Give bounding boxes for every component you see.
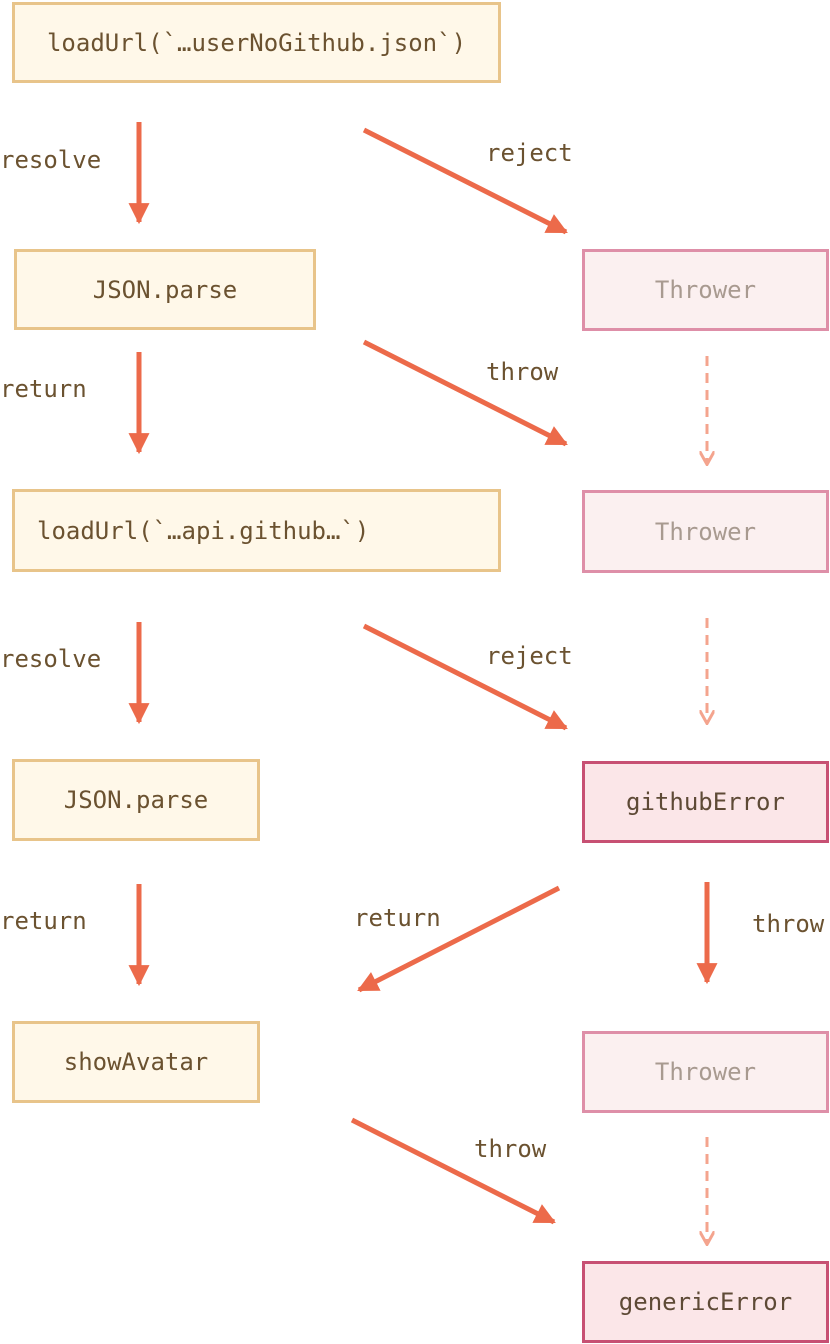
arrow-return-3	[357, 885, 561, 993]
label-return-2: return	[0, 907, 87, 935]
label-throw-3: throw	[474, 1135, 547, 1163]
label-return-1: return	[0, 375, 87, 403]
label-throw-2: throw	[752, 910, 825, 938]
arrow-throw-3	[350, 1117, 556, 1225]
label-resolve-2: resolve	[0, 645, 102, 673]
thrower-box-1: Thrower	[582, 249, 829, 331]
github-error-box: githubError	[582, 761, 829, 843]
label-reject-1: reject	[486, 139, 573, 167]
json-parse-box-1: JSON.parse	[14, 249, 316, 330]
thrower-box-2: Thrower	[582, 490, 829, 573]
load-github-box: loadUrl(`…api.github…`)	[12, 489, 501, 572]
load-user-box: loadUrl(`…userNoGithub.json`)	[12, 2, 501, 83]
label-throw-1: throw	[486, 358, 559, 386]
label-resolve-1: resolve	[0, 146, 102, 174]
show-avatar-box: showAvatar	[12, 1021, 260, 1103]
arrow-reject-2	[362, 623, 568, 731]
generic-error-box: genericError	[582, 1261, 829, 1343]
label-reject-2: reject	[486, 642, 573, 670]
thrower-box-3: Thrower	[582, 1031, 829, 1113]
arrow-throw-1	[362, 339, 568, 447]
label-return-3: return	[354, 904, 441, 932]
arrow-reject-1	[362, 127, 568, 235]
json-parse-box-2: JSON.parse	[12, 759, 260, 841]
